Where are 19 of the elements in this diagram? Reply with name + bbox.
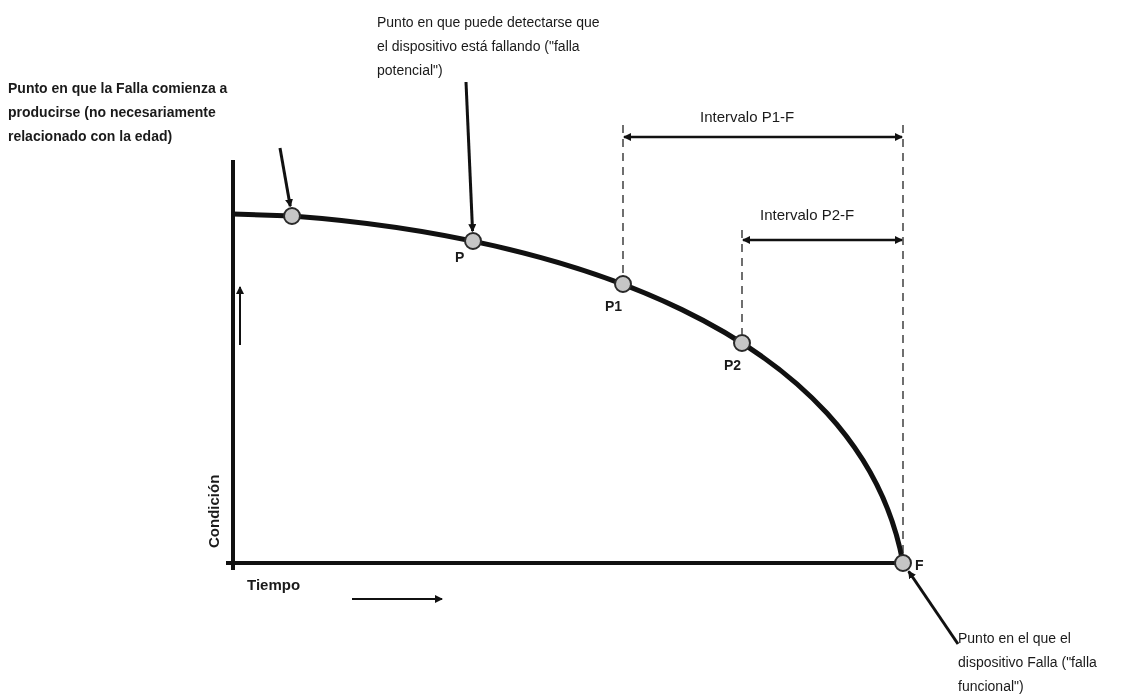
point-label: P [455,249,465,266]
point-label: P2 [724,357,742,373]
arrow [907,570,960,645]
arrow [464,81,477,233]
point-marker [614,275,632,294]
interval-label: Intervalo P1-F [700,108,795,125]
callout-text: Punto en el que el dispositivo Falla ("falla funcional") [958,626,1108,698]
callout-text: Punto en que la Falla comienza a producirse (no necesariamente relacionado con la edad) [8,76,298,148]
axis-label: Tiempo [247,576,301,593]
point-marker [464,232,482,251]
arrow [278,147,293,208]
interval-label: Intervalo P2-F [760,206,855,223]
point-marker [283,207,301,225]
point-marker [733,334,751,352]
point-marker [894,554,912,572]
point-label: P1 [605,298,623,315]
point-label: F [915,557,924,573]
axis-label: Condición [205,474,222,548]
callout-text: Punto en que puede detectarse que el dispositivo está fallando ("falla potencial") [377,10,607,82]
